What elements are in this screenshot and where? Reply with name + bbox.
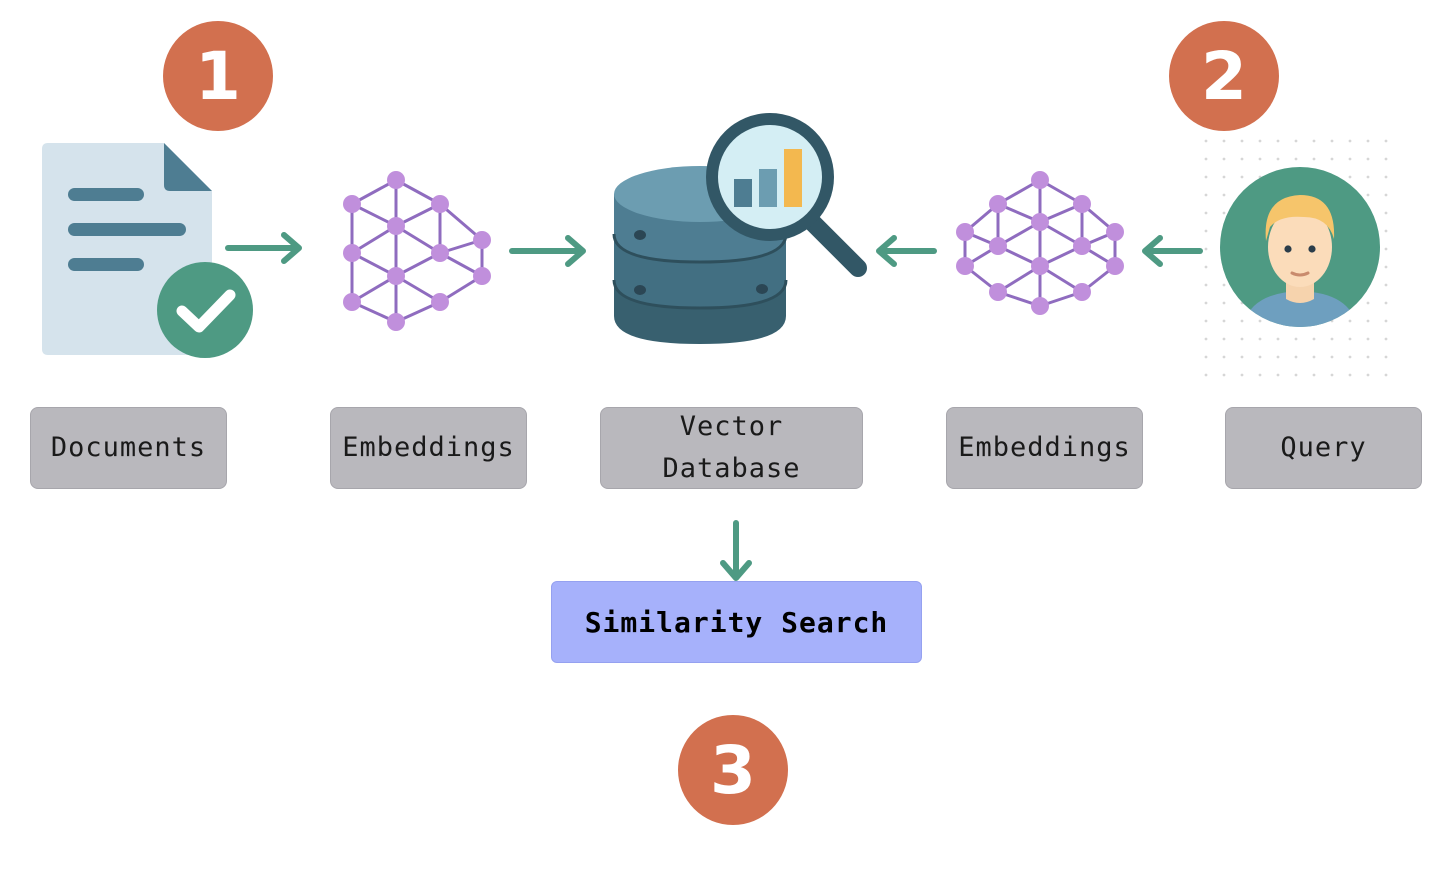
arrow-left-icon [876,235,937,267]
arrow-right-icon [509,235,586,267]
embeddings-right-label-text: Embeddings [958,432,1131,463]
vector-database-label-line2: Database [662,453,801,484]
embeddings-left-label-text: Embeddings [342,432,515,463]
arrow-down-icon [720,520,752,581]
similarity-search-label: Similarity Search [584,605,889,639]
step-2-badge: 2 [1169,21,1279,131]
network-graph-icon [956,171,1124,315]
database-search-icon [612,113,867,344]
documents-label: Documents [30,407,227,489]
arrow-left-icon [1142,235,1203,267]
step-1-badge: 1 [163,21,273,131]
vector-database-label: Vector Database [600,407,863,489]
embeddings-left-label: Embeddings [330,407,527,489]
arrow-right-icon [225,232,302,264]
user-avatar-icon [1200,135,1390,390]
document-check-icon [42,143,253,358]
query-label: Query [1225,407,1422,489]
documents-label-text: Documents [50,432,207,463]
similarity-search-box: Similarity Search [551,581,922,663]
query-label-text: Query [1280,432,1367,463]
network-graph-icon [343,171,491,331]
embeddings-right-label: Embeddings [946,407,1143,489]
step-3-badge: 3 [678,715,788,825]
vector-database-label-line1: Vector [679,411,784,442]
